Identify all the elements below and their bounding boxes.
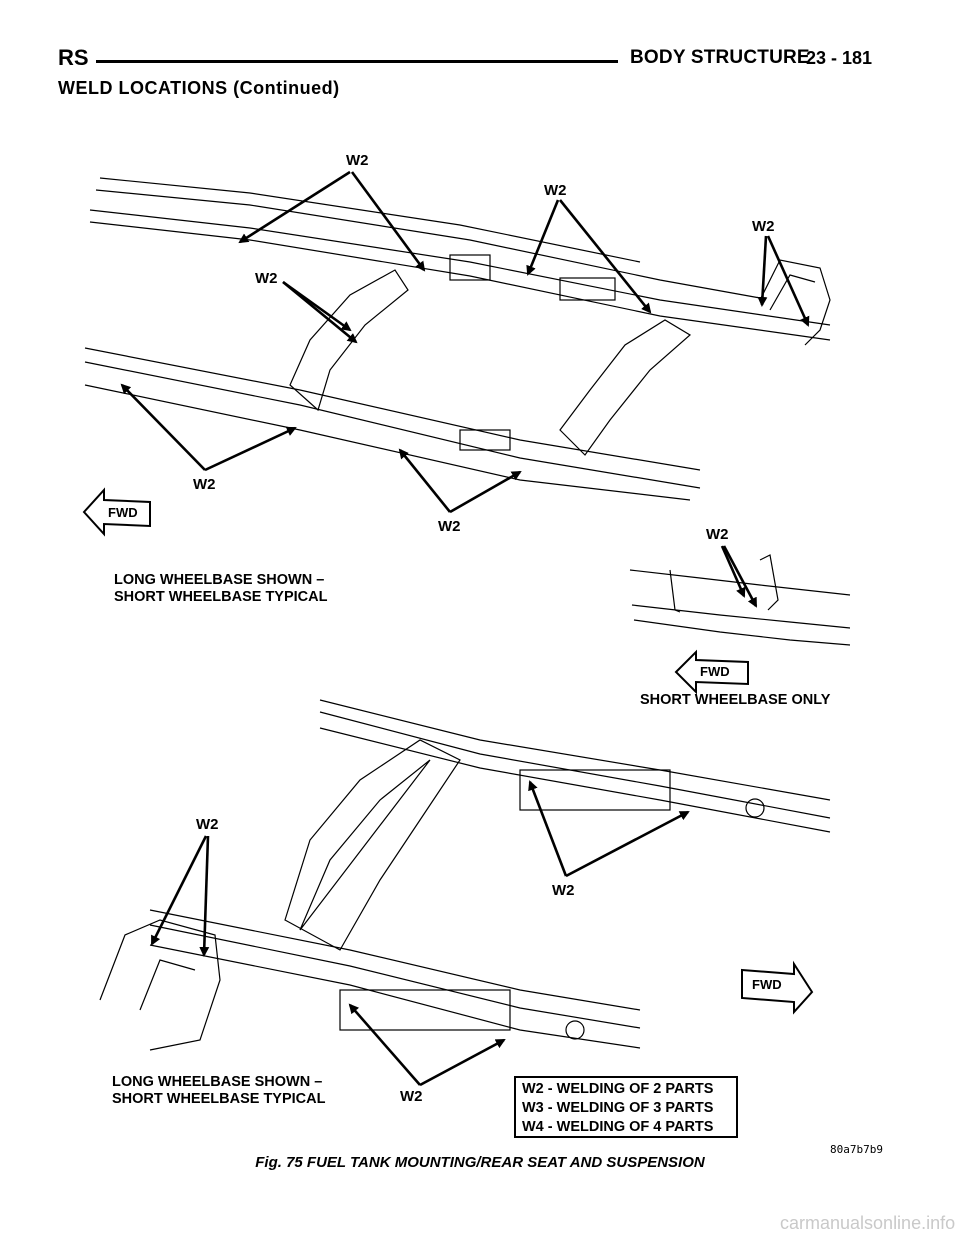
weld-label-w2: W2 — [346, 152, 369, 169]
fwd-arrow-bottom — [741, 960, 814, 1015]
caption-short-wheelbase-only: SHORT WHEELBASE ONLY — [640, 692, 831, 708]
header-chapter: BODY STRUCTURE — [630, 47, 810, 68]
header-page-number: 23 - 181 — [806, 48, 873, 68]
weld-label-w2: W2 — [706, 526, 729, 543]
weld-label-w2: W2 — [255, 270, 278, 287]
caption-top: LONG WHEELBASE SHOWN – SHORT WHEELBASE T… — [114, 572, 328, 605]
header-rule — [96, 60, 618, 63]
legend-item: W2 - WELDING OF 2 PARTS — [522, 1081, 714, 1097]
fwd-arrow-top — [82, 487, 151, 537]
image-code: 80a7b7b9 — [830, 1143, 883, 1156]
weld-label-w2: W2 — [552, 882, 575, 899]
fwd-label: FWD — [700, 664, 730, 679]
weld-legend-box: W2 - WELDING OF 2 PARTS W3 - WELDING OF … — [514, 1076, 738, 1138]
figure-caption: Fig. 75 FUEL TANK MOUNTING/REAR SEAT AND… — [255, 1154, 705, 1171]
caption-bottom: LONG WHEELBASE SHOWN – SHORT WHEELBASE T… — [112, 1074, 326, 1107]
legend-item: W3 - WELDING OF 3 PARTS — [522, 1100, 714, 1116]
top-frame-drawing — [84, 177, 831, 501]
header-section-code: RS — [58, 45, 89, 70]
watermark: carmanualsonline.info — [780, 1213, 956, 1233]
inset-weld-arrows — [720, 545, 758, 608]
fwd-arrow-inset — [674, 649, 749, 695]
weld-label-w2: W2 — [400, 1088, 423, 1105]
bottom-frame-drawing — [99, 699, 831, 1051]
weld-label-w2: W2 — [438, 518, 461, 535]
legend-item: W4 - WELDING OF 4 PARTS — [522, 1119, 714, 1135]
weld-label-w2: W2 — [544, 182, 567, 199]
fwd-label: FWD — [752, 977, 782, 992]
short-wheelbase-inset — [629, 554, 851, 646]
top-weld-arrows — [120, 170, 810, 514]
weld-label-w2: W2 — [193, 476, 216, 493]
fwd-label: FWD — [108, 505, 138, 520]
bottom-weld-arrows — [150, 780, 690, 1087]
section-title: WELD LOCATIONS (Continued) — [58, 78, 340, 98]
weld-label-w2: W2 — [196, 816, 219, 833]
weld-label-w2: W2 — [752, 218, 775, 235]
